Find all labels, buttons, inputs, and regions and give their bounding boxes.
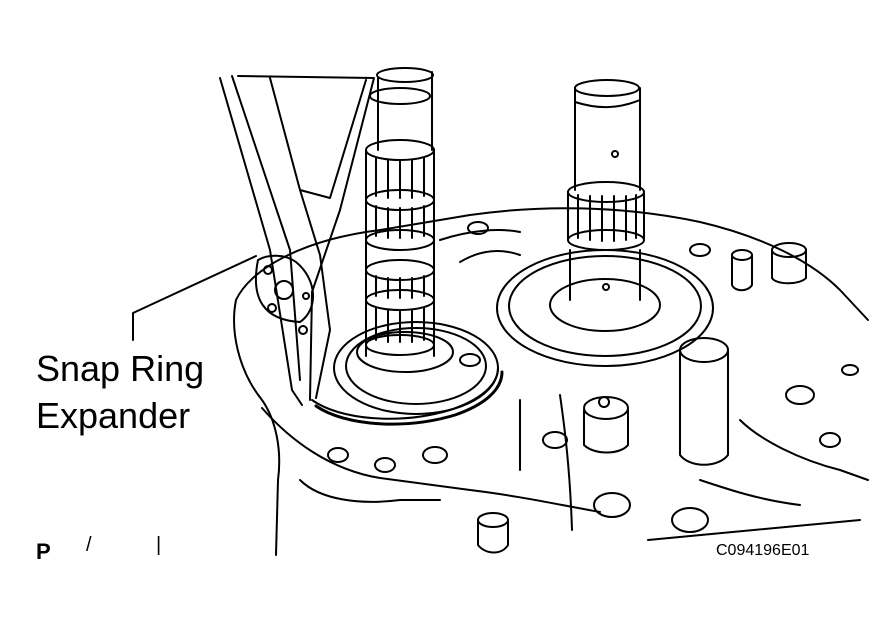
callout-label-line2: Expander [36, 395, 191, 436]
guide-pin [477, 337, 729, 554]
tick-mark: / [86, 534, 92, 556]
callout-leader-line [132, 255, 257, 341]
snap-ring [311, 367, 504, 426]
output-shaft [496, 79, 714, 367]
corner-mark: P [36, 539, 51, 564]
transmission-case [233, 207, 869, 556]
input-shaft [333, 67, 499, 415]
snap-ring-expander-tool [219, 75, 375, 406]
tick-mark: | [156, 534, 162, 556]
figure-code: C094196E01 [716, 542, 810, 559]
callout-label-line1: Snap Ring [36, 348, 205, 389]
dowel-pins [731, 242, 807, 292]
